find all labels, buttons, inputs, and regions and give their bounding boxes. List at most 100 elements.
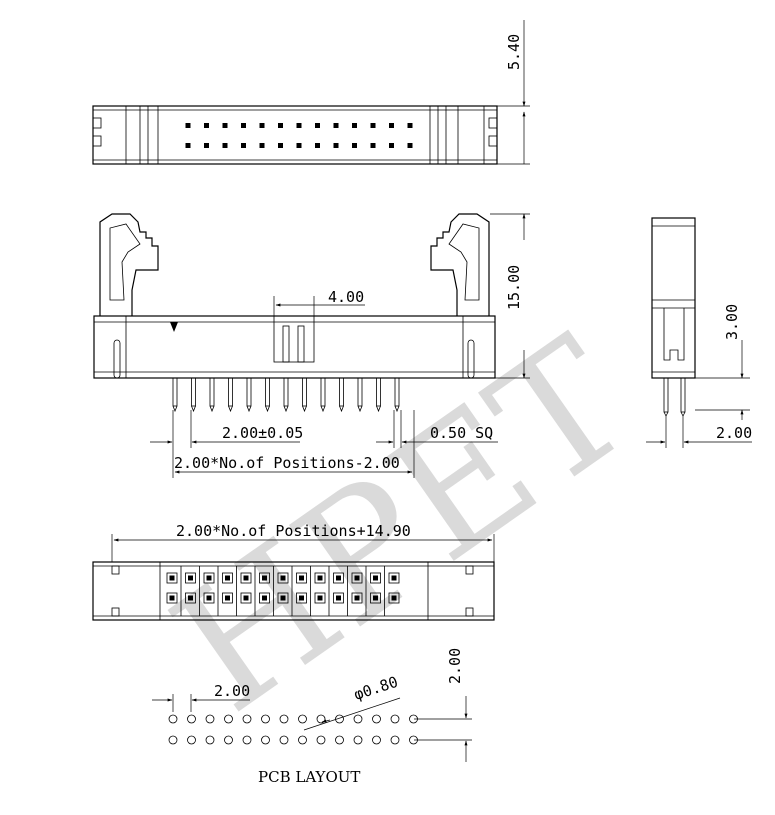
bottom-pin-core: [206, 575, 212, 581]
top-pin: [370, 143, 376, 148]
top-pin: [204, 123, 209, 128]
bottom-view: 2.00*No.of Positions+14.90: [92, 522, 495, 621]
front-pin: [302, 377, 307, 407]
front-pin-tip: [265, 405, 270, 413]
bottom-pin: [203, 572, 215, 584]
pcb-layout-title: PCB LAYOUT: [258, 768, 360, 786]
bottom-pin-core: [262, 575, 267, 581]
bottom-pin: [296, 572, 307, 584]
pcb-hole: [242, 714, 252, 724]
front-pin: [283, 377, 289, 407]
bottom-view-pins: [166, 566, 400, 616]
bottom-pin: [333, 592, 344, 604]
pcb-hole: [298, 735, 307, 745]
bottom-pin-core: [169, 595, 175, 601]
top-pin: [315, 123, 320, 128]
dim-side-pitch: 2.00: [716, 424, 752, 442]
dim-height-top: 5.40: [505, 34, 523, 70]
front-pin-tip: [339, 405, 344, 413]
dim-pitch-tol: 2.00±0.05: [222, 424, 303, 442]
bottom-pin: [370, 592, 381, 604]
top-pin: [407, 143, 413, 148]
bottom-pin-core: [262, 595, 267, 601]
dim-pin-span: 2.00*No.of Positions-2.00: [174, 454, 400, 472]
bottom-pin: [388, 572, 400, 584]
pcb-hole: [224, 714, 233, 724]
front-pin: [320, 377, 326, 407]
dim-pin-width: 4.00: [328, 288, 364, 306]
top-pin: [259, 143, 265, 148]
bottom-pin-core: [188, 595, 193, 601]
top-pin: [352, 143, 357, 148]
bottom-pin-core: [299, 575, 304, 581]
bottom-pin: [240, 572, 252, 584]
front-view: 15.00 4.00 2.00±0.05 0.50 SQ 2.00*No.of …: [93, 213, 530, 478]
bottom-pin-core: [336, 575, 341, 581]
pcb-hole: [279, 714, 289, 724]
pcb-hole: [187, 714, 196, 724]
pcb-hole: [261, 714, 270, 724]
bottom-pin: [277, 592, 289, 604]
pcb-layout: 2.00 φ0.80 2.00 PCB LAYOUT: [152, 648, 472, 786]
top-pin: [185, 143, 191, 148]
pcb-hole: [316, 714, 326, 724]
front-pin: [394, 377, 400, 407]
front-view-pins: [172, 377, 400, 413]
dim-side-height: 3.00: [723, 304, 741, 340]
front-pin: [265, 377, 270, 407]
front-pin-tip: [209, 405, 215, 413]
top-pin: [241, 143, 246, 148]
bottom-pin: [222, 572, 233, 584]
front-pin-tip: [394, 405, 400, 413]
pin1-marker: [170, 322, 178, 332]
bottom-pin: [296, 592, 307, 604]
bottom-pin: [277, 572, 289, 584]
dim-pcb-hole: φ0.80: [352, 673, 401, 704]
front-pin: [172, 377, 178, 407]
front-pin: [357, 377, 363, 407]
front-pin-tip: [320, 405, 326, 413]
bottom-pin: [203, 592, 215, 604]
bottom-pin-core: [373, 595, 378, 601]
side-view: 3.00 2.00: [646, 217, 752, 448]
top-view-pins: [185, 123, 413, 148]
bottom-pin: [388, 592, 400, 604]
top-pin: [222, 143, 228, 148]
front-pin-tip: [172, 405, 178, 413]
top-pin: [389, 123, 394, 128]
pcb-hole: [187, 735, 196, 745]
top-pin: [185, 123, 191, 128]
top-pin: [259, 123, 265, 128]
top-pin: [370, 123, 376, 128]
bottom-pin-core: [354, 595, 360, 601]
pcb-hole: [205, 735, 215, 745]
front-pin: [246, 377, 252, 407]
front-pin-tip: [283, 405, 289, 413]
top-pin: [204, 143, 209, 148]
bottom-pin: [222, 592, 233, 604]
top-pin: [296, 123, 302, 128]
bottom-pin-core: [354, 575, 360, 581]
top-pin: [352, 123, 357, 128]
top-pin: [333, 123, 339, 128]
bottom-pin: [166, 572, 178, 584]
bottom-pin-core: [225, 575, 230, 581]
front-pin: [191, 377, 196, 407]
bottom-pin-core: [391, 575, 397, 581]
pcb-hole: [168, 735, 178, 745]
front-pin-tip: [302, 405, 307, 413]
bottom-pin-core: [188, 575, 193, 581]
left-latch: [99, 213, 159, 316]
pcb-hole: [205, 714, 215, 724]
front-pin-tip: [357, 405, 363, 413]
front-pin: [376, 377, 381, 407]
top-pin: [389, 143, 394, 148]
dim-body-length: 2.00*No.of Positions+14.90: [176, 522, 411, 540]
top-pin: [296, 143, 302, 148]
top-pin: [278, 143, 283, 148]
bottom-pin: [351, 592, 363, 604]
front-pin: [228, 377, 233, 407]
dim-height-total: 15.00: [505, 265, 523, 310]
pcb-hole: [390, 735, 400, 745]
